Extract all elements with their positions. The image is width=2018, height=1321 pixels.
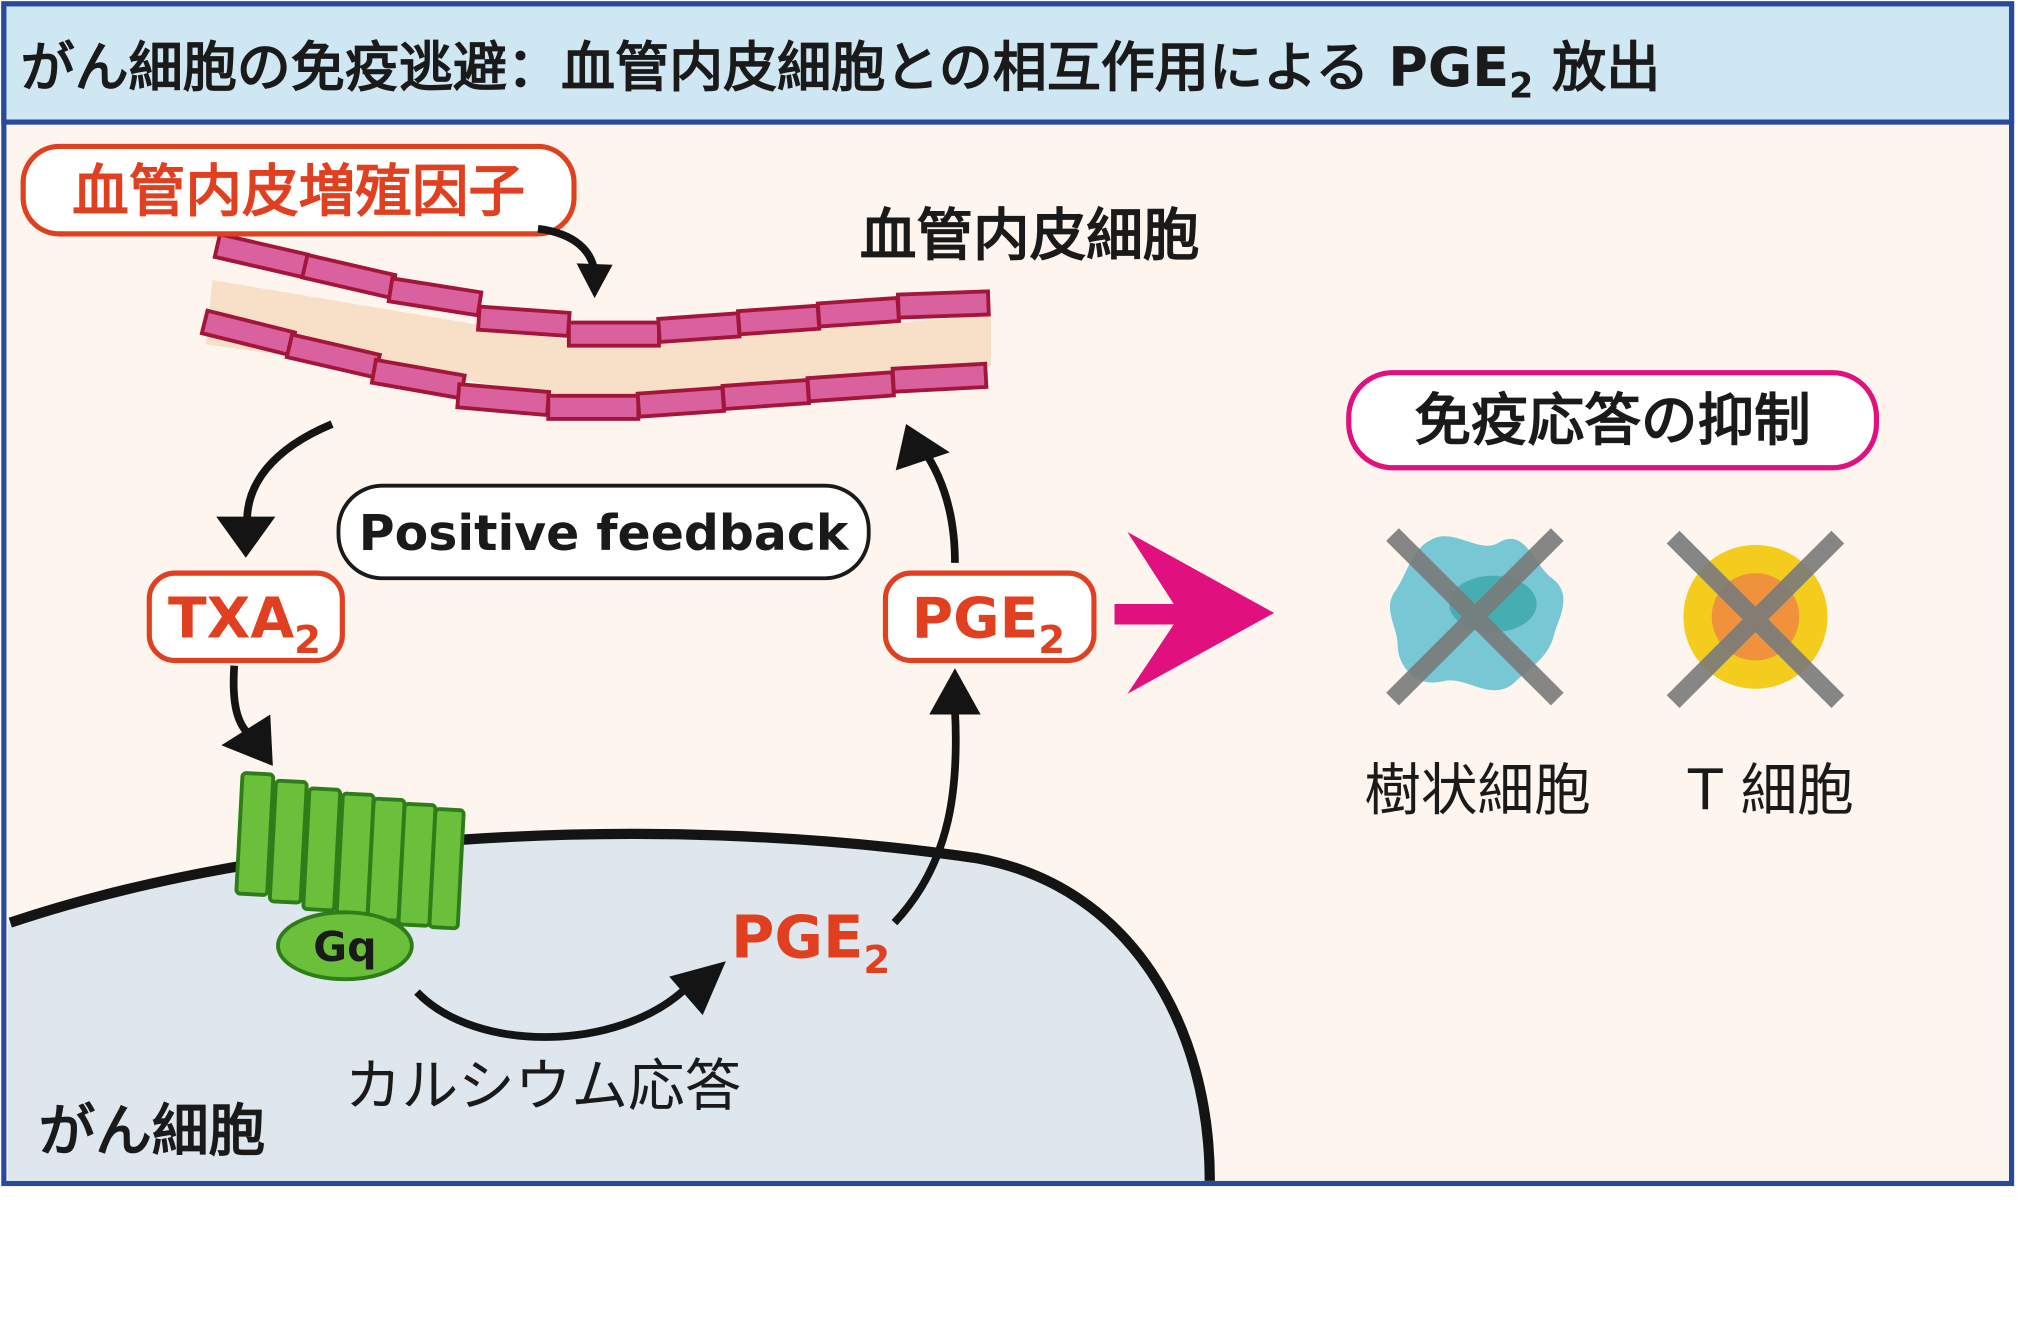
receptor-arrowhead <box>221 714 273 766</box>
endothelial-cell-label: 血管内皮細胞 <box>860 202 1200 268</box>
suppression-arrow <box>1114 531 1275 694</box>
calcium-response-label: カルシウム応答 <box>345 1053 741 1119</box>
immune-suppression-box <box>1346 370 1880 471</box>
gq-protein <box>276 910 414 982</box>
cross-icon <box>1666 530 1845 708</box>
pge2-release-arrowhead <box>929 668 981 715</box>
vegf-label-box <box>20 143 577 237</box>
t-cell-label: T 細胞 <box>1687 758 1854 824</box>
pge2-to-vessel-arrowhead <box>895 424 950 471</box>
cancer-cell-label: がん細胞 <box>39 1098 266 1164</box>
vegf-label: 血管内皮増殖因子 <box>72 159 525 225</box>
immune-suppression-label: 免疫応答の抑制 <box>1414 388 1810 454</box>
txa2-box <box>146 570 345 664</box>
dendritic-cell-label: 樹状細胞 <box>1364 758 1591 824</box>
vessel-upper-wall <box>212 232 991 348</box>
calcium-arrowhead <box>669 961 726 1016</box>
gq-label: Gq <box>313 923 376 971</box>
vessel-to-txa2-arrow <box>243 420 334 521</box>
txa2-label: TXA2 <box>168 585 321 662</box>
vessel-lower-wall <box>199 308 989 421</box>
positive-feedback-box <box>336 483 871 581</box>
pge2-inner-label: PGE2 <box>731 902 890 982</box>
txa2-arrowhead <box>216 516 276 558</box>
title-bar <box>1 1 2015 125</box>
blood-vessel <box>199 232 991 421</box>
positive-feedback-label: Positive feedback <box>359 505 850 562</box>
pge2-box <box>882 570 1097 664</box>
vegf-arrowhead <box>576 263 613 299</box>
cross-icon <box>1386 528 1564 706</box>
calcium-arrow <box>414 986 688 1041</box>
pge2-box-label: PGE2 <box>912 585 1066 662</box>
page-title: がん細胞の免疫逃避：血管内皮細胞との相互作用による PGE2 放出 <box>21 36 1661 107</box>
pge2-release-arrow <box>891 709 960 926</box>
